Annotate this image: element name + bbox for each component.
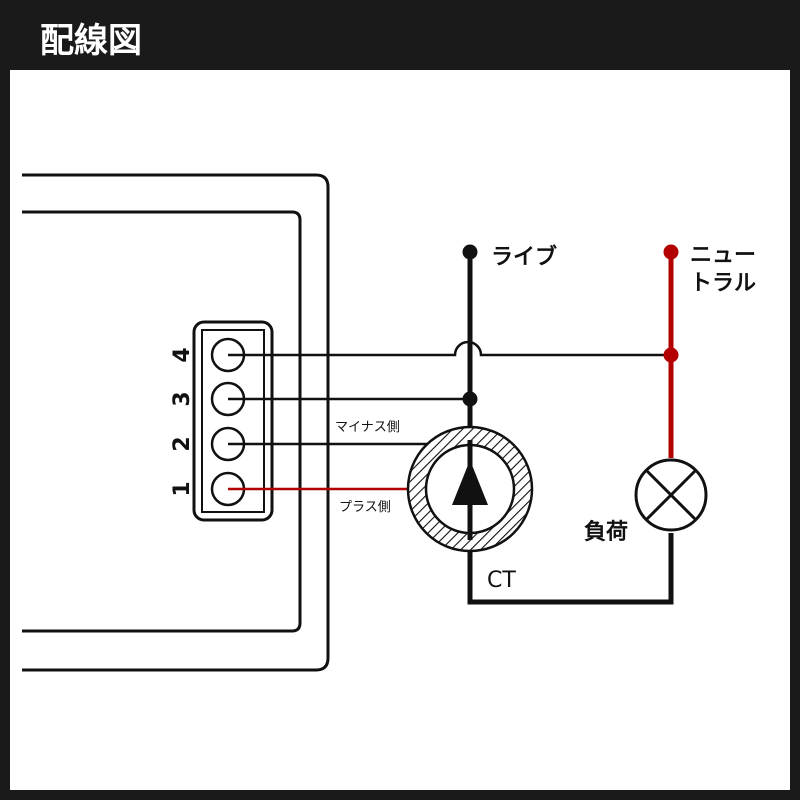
live-label: ライブ: [491, 244, 557, 270]
return-wire: [467, 533, 674, 605]
terminal-block-inner: [201, 329, 265, 513]
ct-arrow-icon: [452, 460, 488, 505]
neutral-label-line1: ニュー: [690, 243, 756, 268]
terminal-label-3: 3: [170, 391, 195, 406]
title-tab: [0, 0, 218, 70]
wire-terminal-4: [228, 340, 671, 357]
device-housing-inner: [22, 210, 302, 633]
neutral-junction-dot: [663, 347, 679, 363]
plus-side-label: プラス側: [339, 500, 391, 515]
live-junction-dot: [462, 391, 478, 407]
ct-label: CT: [487, 568, 516, 593]
load-lamp-cross-b: [644, 468, 698, 522]
neutral-terminal-dot: [663, 244, 679, 260]
live-terminal-dot: [462, 244, 478, 260]
minus-side-label: マイナス側: [335, 420, 400, 435]
terminal-label-2: 2: [170, 436, 195, 451]
device-housing-outer: [22, 173, 330, 672]
ct-ring: [406, 425, 534, 553]
neutral-label-line2: トラル: [690, 271, 756, 296]
terminal-block: [192, 320, 274, 522]
load-label: 負荷: [584, 519, 628, 545]
terminal-label-1: 1: [170, 481, 195, 496]
terminal-label-4: 4: [170, 347, 195, 362]
page-title: 配線図: [40, 21, 142, 61]
